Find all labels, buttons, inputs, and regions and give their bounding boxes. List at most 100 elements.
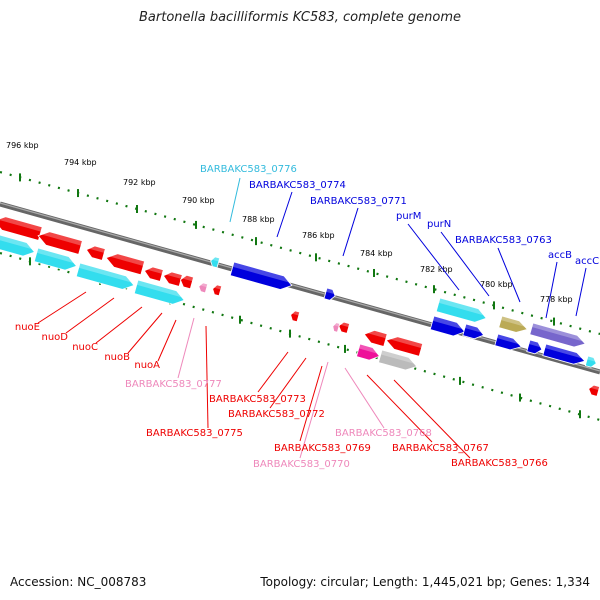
gene-label: BARBAKC583_0763 xyxy=(455,235,552,246)
gene-label: BARBAKC583_0769 xyxy=(274,443,371,454)
gene-arrow-shine xyxy=(86,245,106,253)
gene-label: BARBAKC583_0771 xyxy=(310,196,407,207)
gene-arrow-shine xyxy=(358,344,380,355)
gene-arrow-body xyxy=(363,329,388,347)
gene-arrow xyxy=(542,343,586,365)
gene-arrow-shine xyxy=(544,344,586,360)
gene-arrow xyxy=(133,279,185,305)
inner-tick-track xyxy=(0,251,600,422)
gene-arrow xyxy=(385,336,424,357)
gene-label: purM xyxy=(396,211,421,222)
gene-arrow-body xyxy=(429,315,466,337)
gene-label: BARBAKC583_0772 xyxy=(228,409,325,420)
gene-label: nuoE xyxy=(15,322,40,333)
gene-arrow-body xyxy=(378,349,418,371)
label-connector xyxy=(344,367,385,429)
tick-label: 778 kbp xyxy=(540,295,573,304)
gene-arrow-body xyxy=(356,343,381,361)
gene-arrow-body xyxy=(435,297,487,323)
gene-label: BARBAKC583_0766 xyxy=(451,458,548,469)
label-connector xyxy=(545,261,558,319)
gene-arrow-shine xyxy=(364,330,388,339)
gene-arrow-body xyxy=(162,271,183,287)
gene-arrow xyxy=(37,231,83,255)
label-connector xyxy=(229,177,241,223)
gene-arrow xyxy=(143,266,164,282)
gene-arrow-body xyxy=(498,315,529,333)
label-connector xyxy=(366,374,433,443)
gene-label: BARBAKC583_0774 xyxy=(249,180,346,191)
gene-arrow-shine xyxy=(0,216,43,232)
label-layer: BARBAKC583_0776BARBAKC583_0774BARBAKC583… xyxy=(15,164,599,470)
tick-label: 790 kbp xyxy=(182,196,215,205)
gene-arrow xyxy=(429,315,466,337)
gene-arrow-shine xyxy=(180,275,194,282)
gene-arrow xyxy=(198,282,209,294)
gene-arrow-body xyxy=(526,339,543,355)
gene-arrow-body xyxy=(85,245,106,261)
gene-arrow-shine xyxy=(211,256,220,262)
gene-arrow-body xyxy=(212,284,223,297)
label-connector xyxy=(299,365,323,442)
label-connector xyxy=(257,351,289,393)
gene-arrow-body xyxy=(494,333,523,351)
feature-layer xyxy=(0,216,600,397)
label-connector xyxy=(65,297,115,334)
connector-layer xyxy=(37,177,587,459)
label-connector xyxy=(407,223,460,291)
gene-arrow xyxy=(584,355,597,368)
gene-arrow-body xyxy=(542,343,586,365)
gene-arrow-body xyxy=(0,233,36,257)
gene-arrow-shine xyxy=(339,322,350,328)
label-connector xyxy=(299,361,329,459)
tick-label: 784 kbp xyxy=(360,249,393,258)
gene-arrow-body xyxy=(179,274,195,290)
gene-arrow-body xyxy=(323,287,336,301)
gene-arrow xyxy=(332,322,341,333)
tick-label: 788 kbp xyxy=(242,215,275,224)
gene-arrow-shine xyxy=(531,323,586,343)
tick-label: 782 kbp xyxy=(420,265,453,274)
gene-arrow-shine xyxy=(333,322,340,327)
gene-arrow-shine xyxy=(496,334,522,346)
map-title: Bartonella bacilliformis KC583, complete… xyxy=(139,10,461,25)
gene-arrow-shine xyxy=(232,262,293,284)
gene-arrow xyxy=(498,315,529,333)
gene-label: BARBAKC583_0777 xyxy=(125,379,222,390)
gene-arrow-body xyxy=(198,282,209,294)
gene-arrow xyxy=(526,339,543,355)
gene-arrow-body xyxy=(143,266,164,282)
gene-label: accC xyxy=(575,256,599,267)
label-connector xyxy=(497,247,521,303)
gene-arrow xyxy=(290,310,301,323)
label-connector xyxy=(342,207,359,257)
gene-arrow-shine xyxy=(464,324,485,334)
gene-label: BARBAKC583_0775 xyxy=(146,428,243,439)
label-connector xyxy=(157,319,177,362)
outer-tick-track xyxy=(0,170,600,336)
topology-summary: Topology: circular; Length: 1,445,021 bp… xyxy=(260,575,590,589)
label-connector xyxy=(393,379,471,459)
gene-arrow-shine xyxy=(587,356,597,363)
gene-arrow xyxy=(0,216,43,241)
gene-label: BARBAKC583_0767 xyxy=(392,443,489,454)
gene-arrow-body xyxy=(588,384,600,397)
label-connector xyxy=(440,231,490,297)
gene-arrow xyxy=(75,262,135,290)
gene-arrow-body xyxy=(529,322,587,348)
gene-label: BARBAKC583_0768 xyxy=(335,428,432,439)
gene-arrow-body xyxy=(332,322,341,333)
gene-arrow-shine xyxy=(291,310,300,316)
gene-arrow-shine xyxy=(163,271,183,279)
gene-label: nuoB xyxy=(104,352,130,363)
label-connector xyxy=(127,312,163,354)
gene-arrow xyxy=(494,333,523,351)
accession-text: Accession: NC_008783 xyxy=(10,575,147,589)
gene-arrow-body xyxy=(33,247,78,271)
gene-label: accB xyxy=(548,250,572,261)
gene-arrow xyxy=(210,256,221,269)
gene-arrow-shine xyxy=(199,282,208,288)
gene-label: BARBAKC583_0773 xyxy=(209,394,306,405)
gene-arrow-shine xyxy=(36,248,78,265)
